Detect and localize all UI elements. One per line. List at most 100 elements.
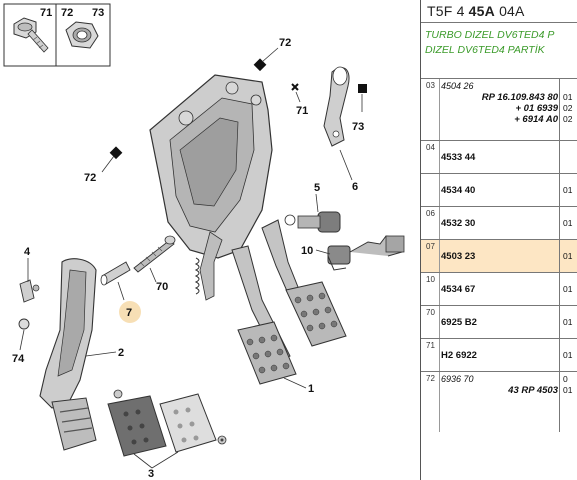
engine-description: TURBO DIZEL DV6TED4 P DIZEL DV6TED4 PART… xyxy=(421,22,577,79)
part-reference[interactable]: RP 16.109.843 80 xyxy=(481,92,558,103)
pin-part-74 xyxy=(18,318,30,330)
parts-list-panel: T5F 4 45A 04A TURBO DIZEL DV6TED4 P DIZE… xyxy=(420,0,577,480)
position-divider xyxy=(439,141,440,174)
parts-row: 10 4534 67 01 xyxy=(421,272,577,306)
callout-1: 1 xyxy=(308,383,314,395)
part-reference[interactable]: 4534 40 xyxy=(441,185,476,196)
part-reference[interactable]: 4504 26 xyxy=(441,81,474,91)
model-code-bold: 45A xyxy=(468,3,495,19)
bracket-part-6 xyxy=(323,66,350,147)
parts-row: 04 4533 44 xyxy=(421,140,577,174)
callout-6: 6 xyxy=(352,181,358,193)
callout-5: 5 xyxy=(314,182,320,194)
sensor-part-10 xyxy=(327,235,405,271)
row-position: 07 xyxy=(426,242,435,251)
part-quantity: 02 xyxy=(563,103,573,113)
position-divider xyxy=(439,372,440,432)
part-reference[interactable]: 4534 67 xyxy=(441,284,476,295)
parts-row: 71 H2 6922 01 xyxy=(421,338,577,372)
nut-icon xyxy=(65,21,99,49)
parts-row: 70 6925 B2 01 xyxy=(421,305,577,339)
part-quantity: 01 xyxy=(563,317,573,327)
marker-73 xyxy=(358,84,367,93)
leader-lines xyxy=(19,47,363,469)
callout-72-left: 72 xyxy=(84,172,96,184)
parts-row: 03 4504 26 RP 16.109.843 80 01 + 01 6939 02 + … xyxy=(421,78,577,141)
callout-7: 7 xyxy=(126,307,132,319)
part-quantity: 01 xyxy=(563,251,573,261)
part-quantity: 01 xyxy=(563,284,573,294)
column-divider xyxy=(559,79,560,141)
callout-72-top: 72 xyxy=(279,37,291,49)
callout-highlight-7 xyxy=(119,301,141,323)
part-quantity: 01 xyxy=(563,218,573,228)
pedal-pads-part-3 xyxy=(107,389,227,457)
part-quantity: 01 xyxy=(563,350,573,360)
marker-72-top xyxy=(253,58,267,72)
row-position: 70 xyxy=(426,308,435,317)
row-position: 03 xyxy=(426,81,435,90)
position-divider xyxy=(439,79,440,141)
description-line-2: DIZEL DV6TED4 PARTİK xyxy=(425,44,545,56)
callout-2: 2 xyxy=(118,347,124,359)
part-quantity: 01 xyxy=(563,185,573,195)
part-reference[interactable]: H2 6922 xyxy=(441,350,477,361)
part-quantity: 02 xyxy=(563,114,573,124)
column-divider xyxy=(559,306,560,339)
model-code: T5F 4 45A 04A xyxy=(427,3,525,19)
part-reference[interactable]: 4532 30 xyxy=(441,218,476,229)
part-reference[interactable]: 6925 B2 xyxy=(441,317,477,328)
column-divider xyxy=(559,240,560,273)
callout-3: 3 xyxy=(148,468,154,480)
marker-72-left xyxy=(109,146,123,160)
parts-row: 06 4532 30 01 xyxy=(421,206,577,240)
bolt-icon xyxy=(13,17,49,53)
pedal-bracket-part xyxy=(149,74,347,385)
column-divider xyxy=(559,372,560,432)
position-divider xyxy=(439,273,440,306)
row-position: 06 xyxy=(426,209,435,218)
bushing-part-7 xyxy=(100,261,131,286)
row-position: 72 xyxy=(426,374,435,383)
part-reference[interactable]: 43 RP 4503 xyxy=(508,385,558,396)
inset-label-72: 72 xyxy=(61,7,73,19)
part-reference[interactable]: 4533 44 xyxy=(441,152,476,163)
part-reference[interactable]: 4503 23 xyxy=(441,251,476,262)
model-code-suffix: 04A xyxy=(499,3,525,19)
diagram-drawing: 71 72 73 xyxy=(3,3,405,480)
position-divider xyxy=(439,240,440,273)
part-reference[interactable]: + 01 6939 xyxy=(515,103,558,114)
model-code-prefix: T5F 4 xyxy=(427,3,465,19)
position-divider xyxy=(439,174,440,207)
callout-73: 73 xyxy=(352,121,364,133)
part-reference[interactable]: 6936 70 xyxy=(441,374,474,384)
row-position: 04 xyxy=(426,143,435,152)
parts-row: 07 4503 23 01 xyxy=(421,239,577,273)
callout-10: 10 xyxy=(301,245,313,257)
callout-74: 74 xyxy=(12,353,25,365)
part-quantity: 01 xyxy=(563,92,573,102)
position-divider xyxy=(439,207,440,240)
parts-row: 72 6936 70 0 43 RP 4503 01 xyxy=(421,371,577,432)
row-position: 10 xyxy=(426,275,435,284)
callout-4: 4 xyxy=(24,246,31,258)
part-quantity: 01 xyxy=(563,385,573,395)
model-code-header: T5F 4 45A 04A xyxy=(421,0,577,22)
column-divider xyxy=(559,207,560,240)
column-divider xyxy=(559,273,560,306)
part-quantity: 0 xyxy=(563,374,568,384)
inset-label-73: 73 xyxy=(92,7,104,19)
column-divider xyxy=(559,174,560,207)
part-reference[interactable]: + 6914 A0 xyxy=(514,114,558,125)
callout-70: 70 xyxy=(156,281,168,293)
position-divider xyxy=(439,306,440,339)
description-line-1: TURBO DIZEL DV6TED4 P xyxy=(425,29,555,41)
clip-part-4 xyxy=(19,279,40,303)
row-position: 71 xyxy=(426,341,435,350)
column-divider xyxy=(559,141,560,174)
callout-71: 71 xyxy=(296,105,308,117)
marker-71 xyxy=(291,83,299,91)
bolt-part-70 xyxy=(133,235,176,273)
parts-row: 4534 40 01 xyxy=(421,173,577,207)
inset-label-71: 71 xyxy=(40,7,52,19)
